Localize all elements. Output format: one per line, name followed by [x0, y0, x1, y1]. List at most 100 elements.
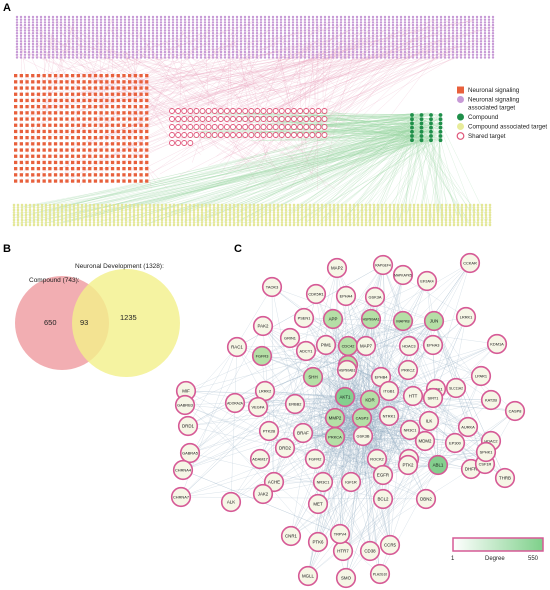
compound-associated-target-node — [464, 208, 468, 212]
edge — [298, 25, 303, 161]
compound-associated-target-node — [44, 223, 48, 227]
neuronal-associated-target-node — [143, 37, 147, 40]
compound-associated-target-node — [252, 221, 256, 224]
neuronal-associated-target-node — [83, 48, 87, 51]
compound-associated-target-node — [456, 221, 460, 224]
neuronal-associated-target-node — [359, 32, 363, 35]
neuronal-associated-target-node — [427, 50, 431, 54]
neuronal-associated-target-node — [83, 37, 87, 40]
neuronal-associated-target-node — [167, 45, 171, 48]
edge — [218, 136, 433, 206]
neuronal-associated-target-node — [275, 15, 279, 19]
compound-associated-target-node — [300, 211, 304, 214]
neuronal-associated-target-node — [139, 56, 143, 59]
neuronal-associated-target-node — [167, 48, 171, 51]
neuronal-associated-target-node — [323, 53, 327, 56]
neuronal-associated-target-node — [439, 53, 443, 56]
neuronal-signaling-node — [76, 105, 80, 109]
compound-associated-target-node — [332, 213, 336, 217]
neuronal-associated-target-node — [439, 48, 443, 51]
neuronal-associated-target-node — [463, 32, 467, 35]
edge — [315, 131, 427, 139]
neuronal-signaling-node — [42, 74, 46, 78]
ppi-edge — [372, 414, 381, 428]
neuronal-associated-target-node — [95, 53, 99, 56]
neuronal-associated-target-node — [51, 34, 55, 38]
neuronal-signaling-node — [25, 86, 29, 90]
neuronal-associated-target-node — [471, 26, 475, 29]
neuronal-associated-target-node — [435, 42, 439, 46]
compound-associated-target-node — [144, 213, 148, 217]
compound-associated-target-node — [392, 221, 396, 224]
compound-associated-target-node — [404, 211, 408, 214]
neuronal-associated-target-node — [191, 53, 195, 56]
ppi-edge — [345, 295, 404, 322]
neuronal-associated-target-node — [343, 45, 347, 48]
neuronal-associated-target-node — [87, 29, 91, 32]
compound-associated-target-node — [240, 216, 244, 219]
compound-associated-target-node — [320, 213, 324, 217]
compound-associated-target-node — [332, 211, 336, 214]
edge — [51, 124, 413, 205]
compound-associated-target-node — [80, 221, 84, 224]
neuronal-associated-target-node — [135, 18, 139, 21]
neuronal-associated-target-node — [307, 40, 311, 43]
neuronal-associated-target-node — [179, 37, 183, 40]
neuronal-associated-target-node — [183, 34, 187, 38]
compound-associated-target-node — [164, 208, 168, 212]
neuronal-associated-target-node — [299, 53, 303, 56]
neuronal-associated-target-node — [427, 29, 431, 32]
compound-associated-target-node — [80, 223, 84, 227]
compound-associated-target-node — [344, 206, 348, 209]
neuronal-associated-target-node — [411, 15, 415, 19]
neuronal-associated-target-node — [243, 45, 247, 48]
compound-associated-target-node — [372, 216, 376, 219]
compound-associated-target-node — [128, 216, 132, 219]
neuronal-associated-target-node — [47, 34, 51, 38]
neuronal-signaling-node — [25, 92, 29, 96]
compound-associated-target-node — [136, 221, 140, 224]
compound-node — [410, 121, 414, 126]
neuronal-associated-target-node — [387, 48, 391, 51]
neuronal-associated-target-node — [279, 15, 283, 19]
compound-associated-target-node — [372, 218, 376, 222]
compound-associated-target-node — [104, 203, 108, 207]
compound-associated-target-node — [228, 208, 232, 212]
neuronal-associated-target-node — [475, 53, 479, 56]
neuronal-signaling-node — [14, 74, 18, 78]
compound-associated-target-node — [140, 206, 144, 209]
compound-associated-target-node — [308, 203, 312, 207]
compound-associated-target-node — [356, 206, 360, 209]
neuronal-associated-target-node — [359, 42, 363, 46]
neuronal-signaling-node — [133, 154, 137, 158]
neuronal-associated-target-node — [287, 56, 291, 59]
neuronal-associated-target-node — [391, 45, 395, 48]
shared-target-node — [217, 132, 224, 138]
neuronal-associated-target-node — [475, 23, 479, 27]
compound-associated-target-node — [144, 221, 148, 224]
neuronal-associated-target-node — [75, 21, 79, 24]
neuronal-associated-target-node — [223, 37, 227, 40]
compound-associated-target-node — [308, 221, 312, 224]
neuronal-associated-target-node — [191, 26, 195, 29]
compound-associated-target-node — [60, 221, 64, 224]
shared-target-node — [291, 132, 297, 138]
neuronal-signaling-node — [99, 154, 103, 158]
neuronal-signaling-node — [65, 105, 69, 109]
compound-associated-target-node — [476, 203, 480, 207]
neuronal-associated-target-node — [267, 26, 271, 29]
neuronal-associated-target-node — [91, 53, 95, 56]
compound-associated-target-node — [60, 218, 64, 222]
neuronal-associated-target-node — [475, 32, 479, 35]
ppi-edge — [312, 440, 406, 459]
neuronal-associated-target-node — [351, 21, 355, 24]
neuronal-associated-target-node — [479, 21, 483, 24]
neuronal-associated-target-node — [351, 34, 355, 38]
neuronal-associated-target-node — [171, 21, 175, 24]
neuronal-associated-target-node — [303, 50, 307, 54]
neuronal-associated-target-node — [383, 53, 387, 56]
legend-item: Shared target — [456, 132, 506, 140]
compound-node — [419, 129, 424, 134]
neuronal-associated-target-node — [159, 23, 163, 27]
neuronal-associated-target-node — [371, 23, 375, 27]
